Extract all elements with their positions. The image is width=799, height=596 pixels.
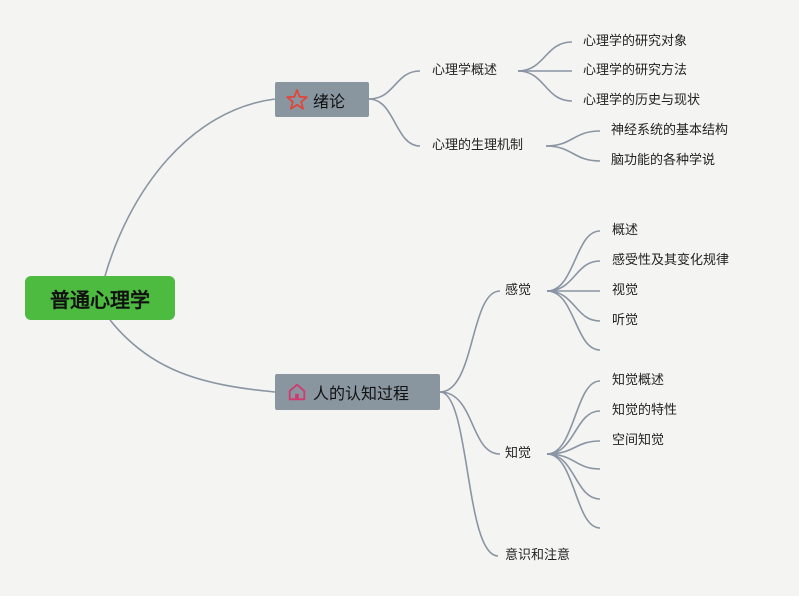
- leaf-nervous-system[interactable]: 神经系统的基本结构: [611, 123, 729, 138]
- branch-cognition[interactable]: 人的认知过程: [275, 374, 440, 410]
- branch-label: 人的认知过程: [313, 384, 410, 403]
- leaf-sensitivity-rules[interactable]: 感受性及其变化规律: [612, 253, 730, 268]
- leaf-sensation-overview[interactable]: 概述: [612, 223, 639, 238]
- branch-label: 绪论: [313, 91, 346, 111]
- leaf-space-perception[interactable]: 空间知觉: [612, 433, 665, 448]
- leaf-research-object[interactable]: 心理学的研究对象: [583, 34, 688, 49]
- leaf-perception-traits[interactable]: 知觉的特性: [612, 403, 678, 418]
- leaf-perception-overview[interactable]: 知觉概述: [612, 373, 665, 388]
- leaf-history-status[interactable]: 心理学的历史与现状: [583, 93, 701, 108]
- topic-physiological-mechanism[interactable]: 心理的生理机制: [432, 138, 524, 153]
- leaf-vision[interactable]: 视觉: [612, 283, 639, 298]
- leaf-brain-theories[interactable]: 脑功能的各种学说: [611, 153, 716, 168]
- topic-consciousness-attention[interactable]: 意识和注意: [505, 548, 571, 563]
- branch-intro[interactable]: 绪论: [275, 82, 369, 117]
- leaf-hearing[interactable]: 听觉: [612, 313, 639, 328]
- topic-perception[interactable]: 知觉: [505, 446, 532, 461]
- star-icon: [285, 88, 309, 112]
- topic-psychology-overview[interactable]: 心理学概述: [432, 63, 498, 78]
- root-topic[interactable]: 普通心理学: [25, 276, 175, 320]
- leaf-research-method[interactable]: 心理学的研究方法: [583, 63, 688, 78]
- house-icon: [285, 380, 309, 404]
- topic-sensation[interactable]: 感觉: [505, 283, 532, 298]
